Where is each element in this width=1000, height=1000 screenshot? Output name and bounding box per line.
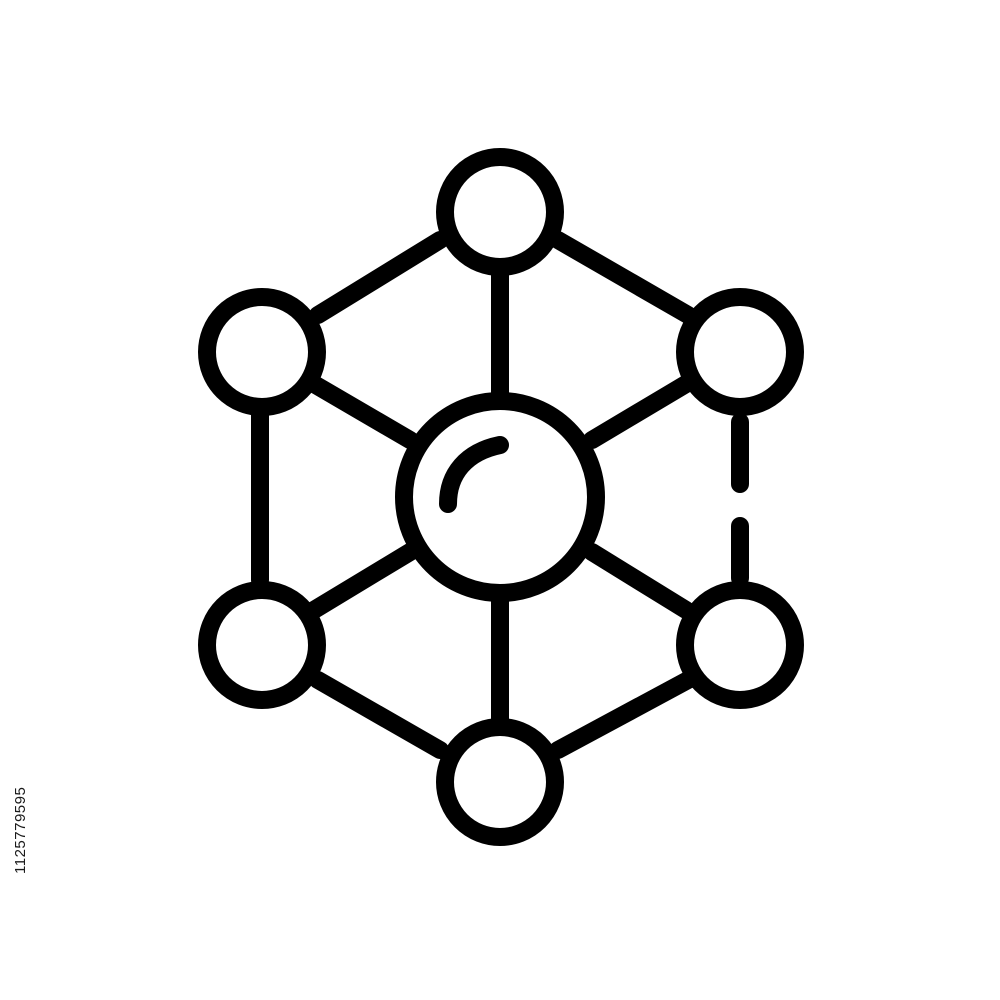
spoke-lowerleft — [305, 543, 419, 619]
node-bottom — [436, 718, 564, 846]
stock-id-label: 1125779595 — [12, 786, 29, 874]
node-center — [395, 392, 605, 602]
node-upper-right — [676, 288, 804, 416]
spoke-lowerright — [583, 543, 695, 619]
node-lower-left — [198, 581, 326, 709]
edge-bottomleft-bottom — [309, 671, 449, 759]
edge-bottom-bottomright — [549, 671, 697, 759]
spoke-upperleft — [305, 375, 419, 449]
node-upper-left — [198, 288, 326, 416]
spoke-upperright — [583, 375, 695, 449]
network-nodes — [198, 148, 804, 846]
network-links — [251, 231, 749, 759]
node-top — [436, 148, 564, 276]
node-lower-right — [676, 581, 804, 709]
edge-top-upperleft — [309, 231, 449, 324]
center-highlight-arc — [439, 436, 509, 513]
edge-top-upperright — [549, 231, 697, 324]
